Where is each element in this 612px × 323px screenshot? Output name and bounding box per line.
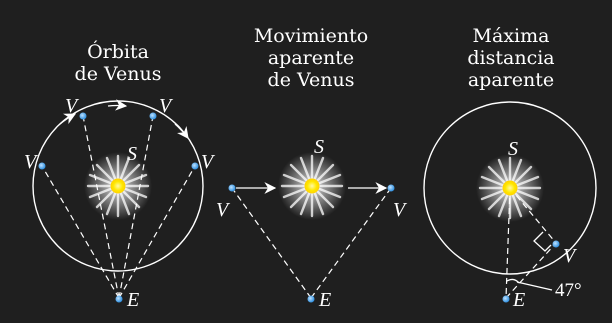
panel-elongation-title-line-3: aparente bbox=[468, 69, 554, 91]
venus-dot bbox=[553, 241, 560, 248]
earth-dot bbox=[116, 296, 123, 303]
panel-orbit: Órbita de Venus S bbox=[24, 40, 216, 311]
venus-label-3: V bbox=[159, 95, 174, 117]
panel-apparent-motion: Movimiento aparente de Venus S V V bbox=[216, 25, 408, 311]
panel-motion-title-line-2: aparente bbox=[268, 47, 354, 69]
panel-elongation-title-line-2: distancia bbox=[467, 47, 554, 69]
earth-dot bbox=[308, 296, 315, 303]
venus-dot-left bbox=[229, 185, 236, 192]
venus-label: V bbox=[563, 245, 578, 267]
venus-label-2: V bbox=[65, 95, 80, 117]
earth-label: E bbox=[126, 289, 139, 311]
angle-label: 47° bbox=[555, 280, 582, 301]
venus-label-right: V bbox=[393, 199, 408, 221]
panel-motion-title-line-3: de Venus bbox=[268, 69, 355, 91]
sun-icon bbox=[278, 152, 346, 220]
sun-label: S bbox=[127, 143, 137, 165]
panel-elongation-title-line-1: Máxima bbox=[473, 25, 550, 47]
earth-label: E bbox=[318, 289, 331, 311]
panel-orbit-title-line-2: de Venus bbox=[75, 63, 162, 85]
earth-label: E bbox=[512, 289, 525, 311]
panel-max-elongation: Máxima distancia aparente 47° bbox=[424, 25, 596, 311]
panel-motion-title-line-1: Movimiento bbox=[254, 25, 368, 47]
venus-dot-right bbox=[388, 185, 395, 192]
panel-orbit-title-line-1: Órbita bbox=[87, 40, 149, 63]
venus-dot-4 bbox=[192, 163, 199, 170]
venus-dot-2 bbox=[80, 113, 87, 120]
venus-label-left: V bbox=[216, 199, 231, 221]
sun-label: S bbox=[508, 138, 518, 160]
venus-label-4: V bbox=[201, 151, 216, 173]
orbit-direction-arrow-3 bbox=[175, 124, 188, 138]
earth-dot bbox=[503, 296, 510, 303]
venus-dot-3 bbox=[150, 113, 157, 120]
sun-icon bbox=[476, 154, 544, 222]
sun-label: S bbox=[314, 136, 324, 158]
venus-dot-1 bbox=[39, 163, 46, 170]
sun-icon bbox=[84, 152, 152, 220]
